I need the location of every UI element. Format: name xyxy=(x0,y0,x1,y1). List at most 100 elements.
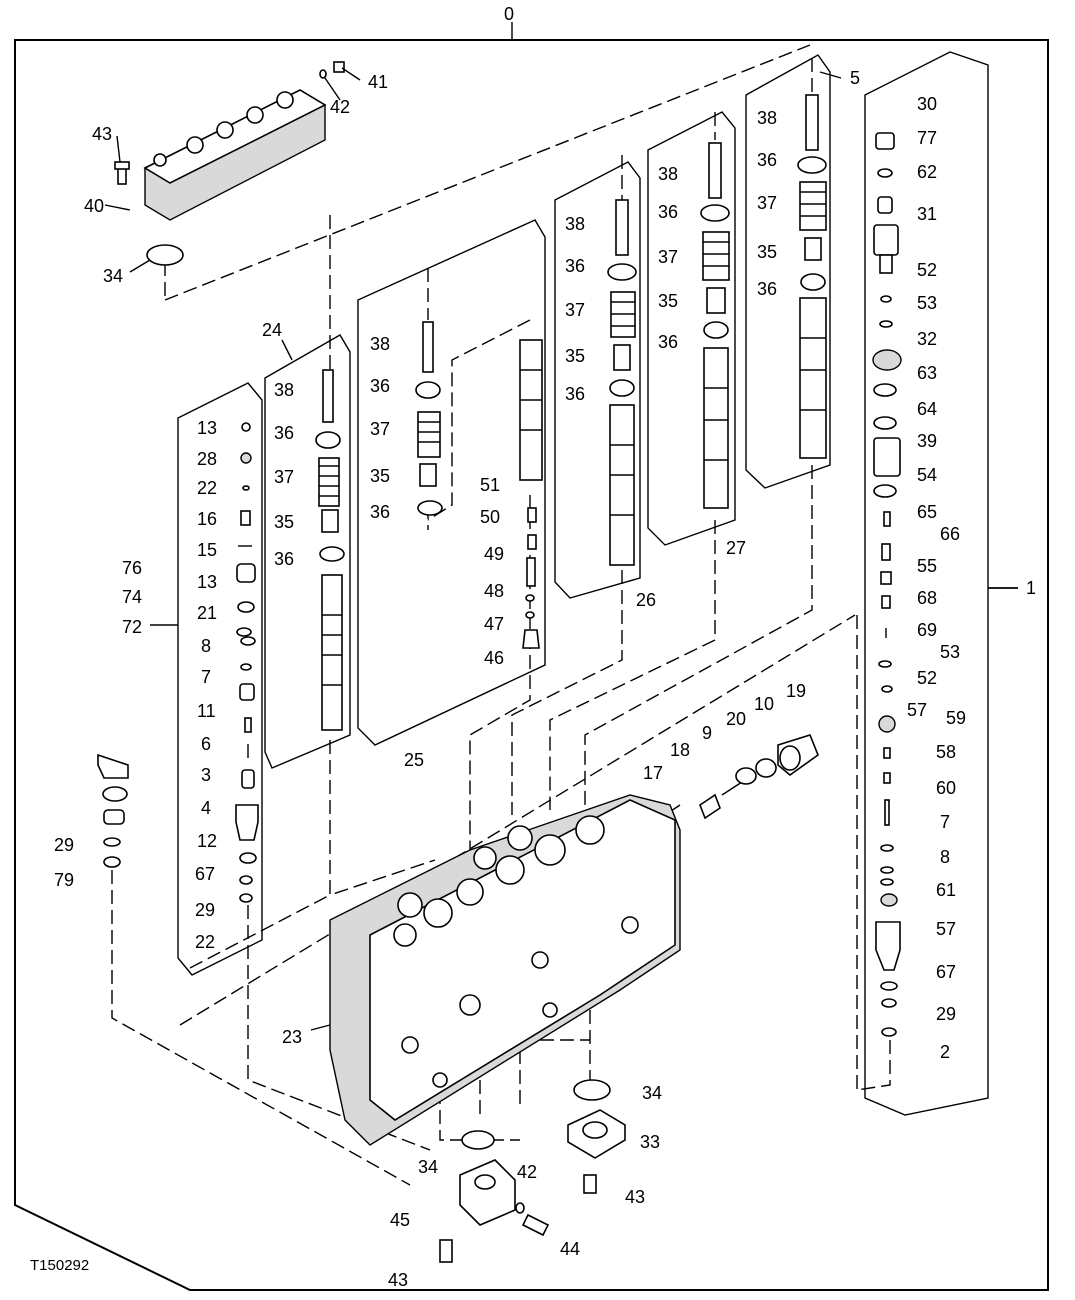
svg-text:38: 38 xyxy=(274,380,294,400)
svg-text:13: 13 xyxy=(197,418,217,438)
svg-text:20: 20 xyxy=(726,709,746,729)
svg-text:2: 2 xyxy=(940,1042,950,1062)
svg-text:11: 11 xyxy=(197,701,216,721)
svg-text:67: 67 xyxy=(195,864,215,884)
svg-text:36: 36 xyxy=(274,549,294,569)
svg-text:15: 15 xyxy=(197,540,217,560)
svg-text:57: 57 xyxy=(936,919,956,939)
svg-text:57: 57 xyxy=(907,700,927,720)
svg-text:53: 53 xyxy=(940,642,960,662)
svg-text:8: 8 xyxy=(940,847,950,867)
callout-23: 23 xyxy=(282,1027,302,1047)
valve-body-icon xyxy=(329,794,681,1146)
svg-text:60: 60 xyxy=(936,778,956,798)
seal-ring-icon xyxy=(146,244,184,266)
svg-text:36: 36 xyxy=(757,279,777,299)
svg-text:36: 36 xyxy=(757,150,777,170)
svg-text:22: 22 xyxy=(197,478,217,498)
svg-text:36: 36 xyxy=(658,332,678,352)
assembly-frame xyxy=(14,39,1049,1291)
callout-25: 25 xyxy=(404,750,424,770)
manifold-cover-icon xyxy=(143,89,327,221)
svg-text:10: 10 xyxy=(754,694,774,714)
callout-5: 5 xyxy=(850,68,860,88)
panel-24 xyxy=(264,334,351,769)
callout-26: 26 xyxy=(636,590,656,610)
svg-text:46: 46 xyxy=(484,648,504,668)
bolt-icon xyxy=(114,161,130,185)
svg-text:17: 17 xyxy=(643,763,663,783)
svg-text:52: 52 xyxy=(917,260,937,280)
svg-text:8: 8 xyxy=(201,636,211,656)
svg-text:69: 69 xyxy=(917,620,937,640)
panel-71 xyxy=(177,382,263,976)
svg-text:35: 35 xyxy=(370,466,390,486)
spool-icon xyxy=(415,321,543,649)
svg-text:52: 52 xyxy=(917,668,937,688)
svg-text:36: 36 xyxy=(274,423,294,443)
svg-text:34: 34 xyxy=(642,1083,662,1103)
svg-text:47: 47 xyxy=(484,614,504,634)
figure-id: T150292 xyxy=(30,1257,89,1274)
callout-42: 42 xyxy=(330,97,350,117)
callout-34: 34 xyxy=(103,266,123,286)
callout-74: 76 xyxy=(122,558,142,578)
panel-27 xyxy=(647,111,736,546)
svg-text:77: 77 xyxy=(917,128,937,148)
svg-text:49: 49 xyxy=(484,544,504,564)
svg-text:37: 37 xyxy=(370,419,390,439)
svg-text:66: 66 xyxy=(940,524,960,544)
svg-text:50: 50 xyxy=(480,507,500,527)
svg-text:37: 37 xyxy=(658,247,678,267)
svg-text:53: 53 xyxy=(917,293,937,313)
plug-icon xyxy=(699,734,819,820)
svg-text:30: 30 xyxy=(917,94,937,114)
callout-40: 40 xyxy=(84,196,104,216)
assembly-label: 0 xyxy=(504,4,514,24)
svg-text:45: 45 xyxy=(390,1210,410,1230)
svg-text:12: 12 xyxy=(197,831,217,851)
svg-text:7: 7 xyxy=(201,667,211,687)
plug-icon xyxy=(97,753,129,868)
panel-26 xyxy=(554,161,641,599)
callout-1: 1 xyxy=(1026,578,1036,598)
svg-text:54: 54 xyxy=(917,465,937,485)
svg-text:37: 37 xyxy=(274,467,294,487)
svg-text:35: 35 xyxy=(658,291,678,311)
svg-text:37: 37 xyxy=(757,193,777,213)
svg-text:22: 22 xyxy=(195,932,215,952)
panel-5 xyxy=(745,54,831,489)
svg-text:34: 34 xyxy=(418,1157,438,1177)
callout-labels: 41 42 43 40 34 24 5 38 36 37 35 36 38 36… xyxy=(54,68,1036,1290)
svg-text:18: 18 xyxy=(670,740,690,760)
callout-43: 43 xyxy=(92,124,112,144)
svg-text:67: 67 xyxy=(936,962,956,982)
svg-text:42: 42 xyxy=(517,1162,537,1182)
callout-27: 27 xyxy=(726,538,746,558)
svg-text:29: 29 xyxy=(195,900,215,920)
svg-text:38: 38 xyxy=(757,108,777,128)
svg-text:36: 36 xyxy=(370,376,390,396)
svg-text:62: 62 xyxy=(917,162,937,182)
svg-text:36: 36 xyxy=(658,202,678,222)
svg-text:37: 37 xyxy=(565,300,585,320)
svg-text:55: 55 xyxy=(917,556,937,576)
svg-text:35: 35 xyxy=(274,512,294,532)
svg-text:38: 38 xyxy=(658,164,678,184)
check-valve-icon xyxy=(459,1109,626,1237)
callout-41: 41 xyxy=(368,72,388,92)
panel-1 xyxy=(864,51,989,1116)
svg-text:65: 65 xyxy=(917,502,937,522)
svg-text:31: 31 xyxy=(917,204,937,224)
svg-text:48: 48 xyxy=(484,581,504,601)
svg-text:33: 33 xyxy=(640,1132,660,1152)
svg-text:36: 36 xyxy=(565,384,585,404)
svg-text:9: 9 xyxy=(702,723,712,743)
svg-text:6: 6 xyxy=(201,734,211,754)
svg-text:44: 44 xyxy=(560,1239,580,1259)
svg-text:36: 36 xyxy=(370,502,390,522)
svg-text:16: 16 xyxy=(197,509,217,529)
svg-text:35: 35 xyxy=(757,242,777,262)
svg-text:3: 3 xyxy=(201,765,211,785)
seal-ring-icon xyxy=(461,1079,611,1150)
